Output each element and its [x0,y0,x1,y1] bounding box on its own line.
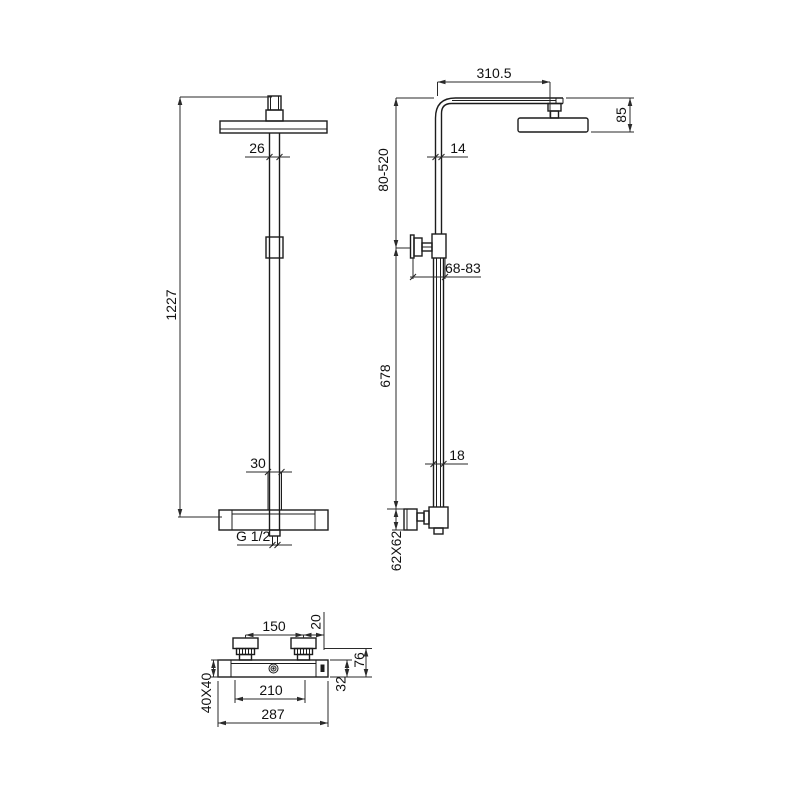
side-shower-head [517,117,589,133]
bottom-outlet-port-outer [268,663,279,674]
front-view: 1227 26 30 G 1/2 [163,95,329,549]
front-pipe-lower-section [267,472,282,510]
left-handle-cap [232,637,259,650]
front-bottom-width-ticks [264,468,285,476]
dim-total-depth: 76 [351,652,367,668]
side-valve-stub [433,527,444,535]
front-top-connector-lower [265,109,284,122]
dim-lower-pipe-length: 678 [377,364,393,388]
side-lower-pipe-inner [436,258,441,507]
side-slider-knob-cap [409,234,415,259]
side-head-connector-lower [549,110,560,119]
dim-handle-edge-offset: 20 [308,614,324,630]
bottom-outlet-port-dot [272,667,275,670]
front-pipe-joint-sleeve [265,236,284,259]
side-valve-stem [416,512,425,522]
front-thread-ticks [269,541,281,549]
side-lower-pipe-outer [432,258,445,507]
front-mixer-bar-caps [231,510,316,530]
dim-upper-adjust-range: 80-520 [375,148,391,192]
dim-lower-pipe-width: 18 [449,447,465,463]
right-handle-base [296,653,311,661]
dim-overall-height: 1227 [163,289,179,320]
side-bracket-range-ticks [409,273,449,281]
side-slider-sleeve [431,233,447,259]
dim-body-height: 32 [333,676,349,692]
left-handle-base [238,653,253,661]
side-slider-knob [413,237,423,257]
dim-escutcheon: 62X62 [388,531,404,572]
side-view: 310.5 85 14 80-520 68-83 678 18 62X62 [375,65,634,571]
bottom-right-handle [290,637,317,661]
side-lower-pipe-width-ticks [430,460,447,468]
dim-bracket-range: 68-83 [445,260,481,276]
bottom-view: 150 20 76 32 210 287 40X40 [198,612,372,727]
right-handle-knurl-lines [297,648,310,655]
dim-bottom-pipe-width: 30 [250,455,266,471]
side-valve-flange [423,510,430,525]
left-handle-knurl-lines [239,648,252,655]
dim-top-pipe-width: 26 [249,140,265,156]
right-handle-cap [290,637,317,650]
bottom-left-handle [232,637,259,661]
front-outlet-stub [268,529,281,537]
front-top-connector-lines [270,96,279,110]
dim-overall-width: 287 [261,706,285,722]
side-valve-body [428,506,449,529]
side-upper-pipe-width-ticks [432,153,445,161]
front-top-connector-upper [267,95,282,111]
dim-handle-spacing: 150 [262,618,286,634]
bottom-ext-lines [211,612,372,727]
front-height-ext-lines [178,96,272,518]
dim-profile: 40X40 [198,673,214,714]
side-valve-escutcheon [403,508,418,531]
dim-inlet-thread: G 1/2 [236,528,270,544]
front-shower-head [219,120,328,134]
dim-inner-spacing: 210 [259,682,283,698]
side-arm-detail-lines [452,98,564,104]
front-riser-pipe [268,133,281,530]
front-top-width-ticks [266,153,283,161]
side-ext-lines [387,82,634,531]
dim-arm-length: 310.5 [476,65,511,81]
side-shower-arm [434,97,563,234]
dim-head-height: 85 [613,107,629,123]
bottom-mixer-body [217,659,329,678]
front-mixer-bar [218,509,329,531]
dim-upper-pipe-width: 14 [450,140,466,156]
bottom-diverter-mark [320,664,325,672]
bottom-outlet-port-inner [270,665,277,672]
